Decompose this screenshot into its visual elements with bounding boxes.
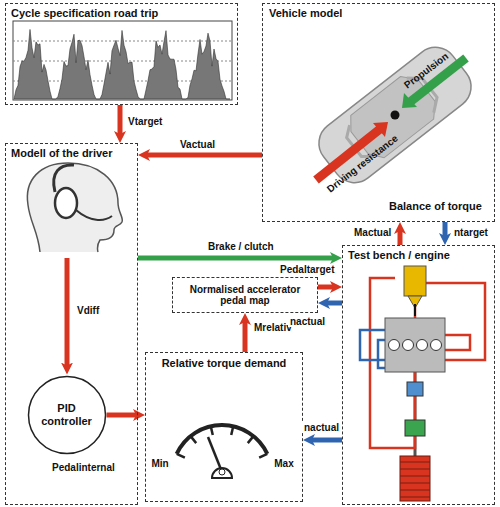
gauge-symbol	[177, 425, 268, 478]
scale-label: Min	[151, 458, 168, 469]
signal-label: nactual	[288, 316, 327, 327]
signal-arrow	[243, 321, 248, 352]
resistance-arrowhead	[373, 122, 388, 137]
driver-illustration	[27, 163, 122, 252]
signal-label: Pedalinternal	[50, 462, 117, 473]
pedal-map-box: Normalised accelerator pedal map	[172, 277, 318, 313]
signal-arrow	[118, 105, 123, 135]
test-bench-box: Test bench / engine	[342, 245, 495, 505]
circle-label: PID controller	[36, 402, 98, 427]
centre-of-mass-dot	[391, 111, 400, 120]
signal-arrow	[65, 258, 70, 367]
engine-test-bench-illustration	[360, 266, 485, 501]
signal-arrow	[107, 413, 138, 418]
signal-label: Pedaltarget	[278, 264, 336, 275]
pid-circle: PID controller	[27, 375, 107, 455]
box-title: Vehicle model	[269, 7, 342, 20]
torque-demand-box: Relative torque demand	[145, 352, 303, 502]
speed-cycle-chart	[13, 21, 232, 100]
signal-label: Brake / clutch	[206, 241, 276, 252]
vehicle-model-box: Vehicle modelBalance of torque	[262, 3, 495, 222]
box-title: Modell of the driver	[11, 147, 112, 160]
cycle-box: Cycle specification road trip	[5, 3, 238, 105]
signal-label: nactual	[302, 422, 341, 433]
signal-arrow	[318, 285, 334, 290]
propulsion-arrowhead	[402, 93, 417, 108]
scale-label: Max	[274, 458, 293, 469]
signal-label: Mactual	[352, 227, 393, 238]
signal-label: ntarget	[452, 227, 490, 238]
signal-arrow	[138, 256, 334, 261]
signal-label: Vtarget	[126, 116, 164, 127]
signal-arrow	[146, 153, 262, 158]
signal-arrow	[326, 301, 342, 306]
signal-label: Vdiff	[75, 305, 101, 316]
signal-label: Vactual	[178, 139, 217, 150]
box-title: Relative torque demand	[146, 357, 302, 370]
vehicle-illustration	[310, 39, 480, 192]
signal-arrow	[311, 438, 342, 443]
balance-label: Balance of torque	[387, 200, 484, 213]
signal-arrow	[398, 230, 403, 245]
signal-arrow	[443, 222, 448, 237]
box-title: Cycle specification road trip	[11, 7, 158, 20]
driver-model-box: Modell of the driverPID controller	[5, 143, 138, 505]
box-title: Test bench / engine	[348, 249, 450, 262]
box-label: Normalised accelerator pedal map	[176, 284, 314, 307]
